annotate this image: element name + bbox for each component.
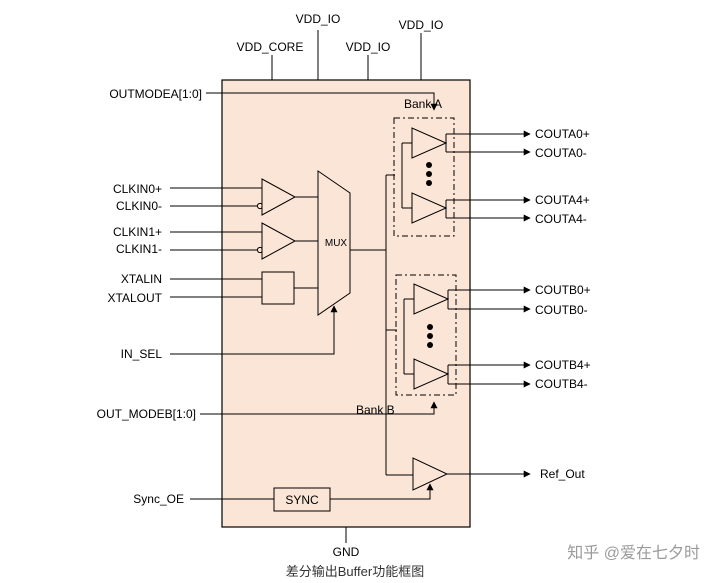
sync-label: SYNC — [285, 493, 319, 507]
vdd-io-label-1: VDD_IO — [296, 12, 341, 26]
xtalout-label: XTALOUT — [108, 291, 163, 305]
bank-a-label: Bank A — [404, 97, 442, 111]
vdd-core-label: VDD_CORE — [237, 40, 304, 54]
figure-caption: 差分输出Buffer功能框图 — [286, 564, 424, 579]
couta0-p-label: COUTA0+ — [535, 127, 590, 141]
clkin1-buffer — [261, 222, 297, 260]
couta0-buffer — [411, 127, 448, 159]
clkin0-buffer — [261, 178, 297, 216]
sync-oe-label: Sync_OE — [133, 492, 184, 506]
coutb0-n-label: COUTB0- — [535, 303, 588, 317]
watermark-text: 知乎 @爱在七夕时 — [567, 544, 700, 562]
sync-wire — [330, 483, 434, 500]
coutb0-p-label: COUTB0+ — [535, 283, 591, 297]
bank-b-label: Bank B — [356, 403, 395, 417]
out-modeb-wire — [200, 401, 438, 415]
ref-out-label: Ref_Out — [540, 467, 585, 481]
mux-block — [317, 170, 351, 316]
in-sel-wire — [170, 305, 338, 355]
xtal-oscillator-block — [261, 271, 295, 305]
couta4-n-label: COUTA4- — [535, 212, 587, 226]
couta4-p-label: COUTA4+ — [535, 193, 590, 207]
outmodea-label: OUTMODEA[1:0] — [109, 87, 202, 101]
vdd-io-label-2: VDD_IO — [346, 40, 391, 54]
coutb4-p-label: COUTB4+ — [535, 358, 591, 372]
clkin1-n-label: CLKIN1- — [116, 242, 162, 256]
gnd-label: GND — [333, 545, 360, 559]
clkin1-p-label: CLKIN1+ — [113, 225, 162, 239]
xtalin-label: XTALIN — [121, 272, 162, 286]
clkin0-p-label: CLKIN0+ — [113, 182, 162, 196]
couta0-n-label: COUTA0- — [535, 146, 587, 160]
ref-out-buffer — [412, 457, 449, 491]
outmodea-wire — [206, 92, 438, 111]
coutb4-n-label: COUTB4- — [535, 377, 588, 391]
coutb0-buffer — [413, 283, 450, 315]
mux-label: MUX — [325, 238, 348, 249]
in-sel-label: IN_SEL — [121, 347, 163, 361]
couta4-buffer — [411, 192, 448, 224]
coutb4-buffer — [413, 358, 450, 390]
bank-b-box — [395, 274, 457, 396]
out-modeb-label: OUT_MODEB[1:0] — [97, 407, 196, 421]
clkin0-n-label: CLKIN0- — [116, 199, 162, 213]
bank-a-box — [393, 117, 455, 237]
vdd-io-label-3: VDD_IO — [399, 18, 444, 32]
